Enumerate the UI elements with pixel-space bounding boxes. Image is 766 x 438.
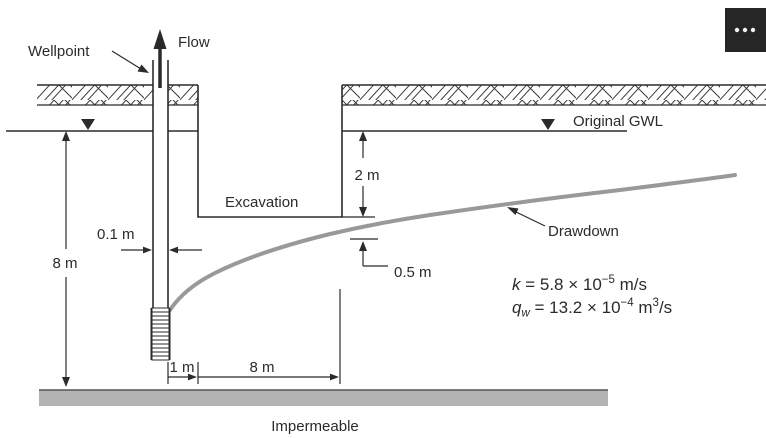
wellpoint-label: Wellpoint	[28, 43, 90, 60]
ground-surface-left	[37, 84, 198, 106]
water-table-icon-right	[541, 119, 555, 130]
wellpoint-callout: Wellpoint	[28, 43, 149, 73]
drawdown-curve	[168, 173, 737, 312]
dim-pipe-diameter-label: 0.1 m	[97, 226, 135, 243]
ground-surface-right	[342, 84, 766, 106]
drawdown-callout: Drawdown	[507, 207, 619, 240]
dim-well-depth-label: 8 m	[52, 255, 77, 272]
dim-excavation-width: 8 m	[198, 289, 341, 384]
wellpoint-arrow	[137, 64, 149, 73]
dim-excavation-depth-label: 2 m	[354, 167, 379, 184]
dim-excavation-width-label: 8 m	[249, 359, 274, 376]
drawdown-label: Drawdown	[548, 223, 619, 240]
equations-block: k = 5.8 × 10−5 m/s qw = 13.2 × 10−4 m3/s	[512, 274, 672, 320]
flow-label: Flow	[178, 34, 210, 51]
dim-well-depth: 8 m	[52, 131, 78, 387]
dim-drawdown-clearance-label: 0.5 m	[394, 264, 432, 281]
dim-pipe-diameter: 0.1 m	[97, 226, 202, 254]
ellipsis-icon	[734, 27, 756, 33]
dim-excavation-depth: 2 m	[354, 131, 380, 217]
excavation-outline	[197, 85, 375, 218]
impermeable-layer	[39, 389, 608, 406]
menu-button[interactable]	[725, 8, 766, 52]
equation-q: qw = 13.2 × 10−4 m3/s	[512, 297, 672, 320]
dim-drawdown-clearance: 0.5 m	[350, 238, 432, 281]
dim-well-offset-label: 1 m	[169, 359, 194, 376]
excavation-label: Excavation	[225, 194, 298, 211]
equation-k: k = 5.8 × 10−5 m/s	[512, 274, 647, 294]
dim-well-offset: 1 m	[167, 359, 199, 384]
water-table-icon-left	[81, 119, 95, 130]
well-screen	[150, 307, 171, 361]
original-gwl-label: Original GWL	[573, 113, 663, 130]
impermeable-label: Impermeable	[271, 418, 359, 435]
flow-arrow-icon	[153, 29, 167, 88]
drawdown-arrow	[507, 207, 519, 215]
